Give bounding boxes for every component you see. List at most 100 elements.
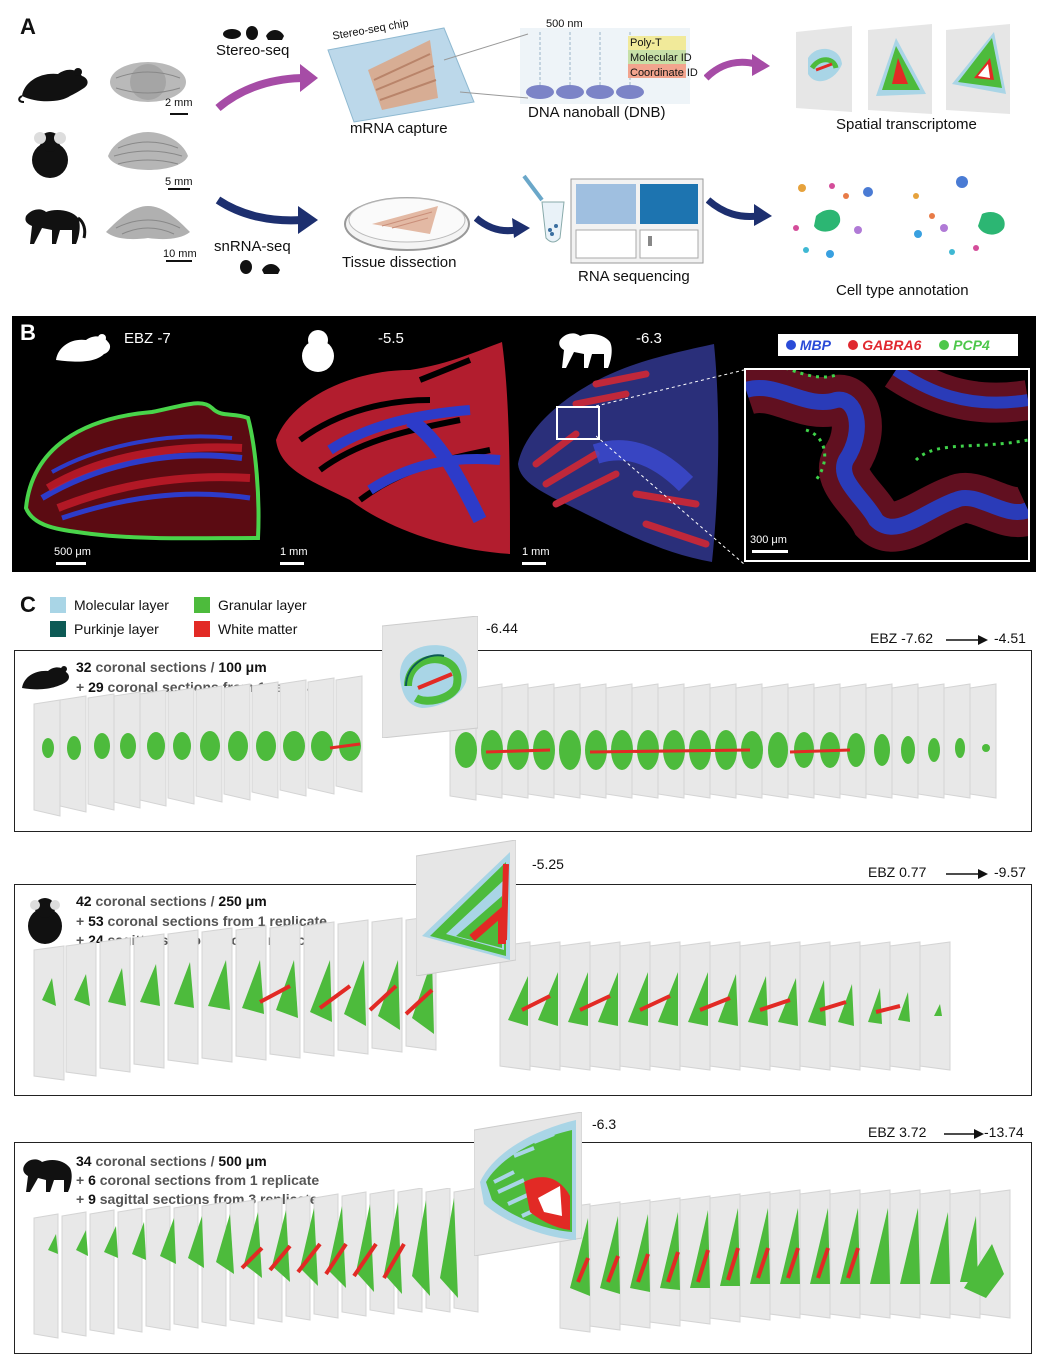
marmoset-icon-c — [28, 898, 62, 944]
dnb-scale-label: 500 nm — [546, 18, 583, 30]
panel-a-letter: A — [20, 14, 36, 39]
rna-sequencer-image — [570, 178, 704, 264]
legend-molecular: Molecular layer — [50, 596, 169, 614]
macaque-highlight-section — [474, 1112, 582, 1256]
panel-b-marmoset-icon — [302, 330, 334, 372]
legend-purkinje-swatch — [50, 621, 66, 638]
mouse-highlight-section — [382, 616, 478, 738]
panel-b-mouse-tissue — [23, 401, 261, 541]
snrna-species-icons — [236, 258, 284, 274]
panel-b-scalebar-marmoset — [280, 562, 304, 565]
macaque-ebz-from: EBZ 3.72 — [868, 1124, 927, 1140]
cell-type-annotation-label: Cell type annotation — [836, 282, 969, 299]
legend-granular-swatch — [194, 597, 210, 614]
mouse-stat-n1: 32 — [76, 659, 92, 675]
dna-nanoball-image — [520, 28, 690, 104]
panel-b-scale-marmoset: 1 mm — [280, 546, 308, 558]
panel-b-letter: B — [20, 320, 36, 345]
mouse-highlight-ebz: -6.44 — [486, 620, 518, 636]
tissue-dissection-label: Tissue dissection — [342, 254, 457, 271]
dnb-label: DNA nanoball (DNB) — [528, 104, 666, 121]
spatial-transcriptome-label: Spatial transcriptome — [836, 116, 977, 133]
scale-label-marmoset: 5 mm — [165, 176, 193, 188]
macaque-stat-p3: + — [76, 1191, 89, 1207]
cell-type-umap-image — [793, 176, 1005, 258]
legend-white-matter: White matter — [194, 620, 298, 638]
macaque-stat-n3: 9 — [88, 1191, 96, 1207]
spatial-arrow-icon — [704, 54, 770, 81]
macaque-ebz-to: -13.74 — [984, 1124, 1024, 1140]
marmoset-stat-line1: 42 coronal sections / 250 μm — [76, 892, 267, 911]
marmoset-brain-image — [108, 132, 188, 170]
mouse-stat-n2: 29 — [88, 679, 104, 695]
marmoset-highlight-section — [416, 840, 516, 976]
gene-pcp4: PCP4 — [953, 337, 990, 353]
scale-label-macaque: 10 mm — [163, 248, 197, 260]
gene-legend-items: MBP GABRA6 PCP4 — [786, 337, 990, 353]
scale-label-mouse: 2 mm — [165, 97, 193, 109]
mouse-stat-d1: 100 μm — [218, 659, 267, 675]
spatial-transcriptome-slices — [796, 24, 1010, 114]
mrna-capture-label: mRNA capture — [350, 120, 448, 137]
snrna-seq-arrow-icon — [215, 196, 318, 234]
marmoset-stat-n2: 53 — [88, 913, 104, 929]
gene-mbp: MBP — [799, 337, 831, 353]
marmoset-stat-p3: + — [76, 932, 89, 948]
macaque-stat-p2: + — [76, 1172, 89, 1188]
stereo-seq-chip-image — [327, 27, 475, 123]
macaque-stat-line1: 34 coronal sections / 500 μm — [76, 1152, 267, 1171]
molecular-id-label: Molecular ID — [630, 52, 692, 64]
scalebar-macaque — [166, 260, 192, 262]
mouse-icon-c — [22, 666, 69, 690]
macaque-brain-image — [106, 206, 190, 240]
marmoset-stat-p2: + — [76, 913, 89, 929]
gene-legend — [778, 334, 1018, 356]
mouse-section-stack — [33, 675, 997, 817]
marmoset-silhouette-icon — [32, 132, 68, 178]
sequencing-arrow-icon — [706, 197, 772, 226]
stereo-seq-arrow-icon — [215, 64, 318, 112]
scalebar-marmoset — [168, 188, 190, 190]
marmoset-ebz-to: -9.57 — [994, 864, 1026, 880]
mouse-brain-image — [110, 62, 186, 102]
panel-b-scale-inset: 300 μm — [750, 534, 787, 546]
marmoset-highlight-ebz: -5.25 — [532, 856, 564, 872]
macaque-icon-c — [23, 1159, 72, 1192]
legend-purkinje-label: Purkinje layer — [74, 621, 159, 638]
mbp-dot — [786, 340, 796, 350]
gene-gabra6: GABRA6 — [862, 337, 922, 353]
macaque-stat-t1: coronal sections / — [91, 1153, 219, 1169]
chip-zoom-lines — [443, 33, 529, 99]
poly-t-label: Poly-T — [630, 37, 662, 49]
panel-b-ebz-mouse: EBZ -7 — [124, 330, 171, 347]
sample-tube-icon — [522, 174, 565, 243]
panel-b-inset — [744, 368, 1030, 562]
rna-sequencing-label: RNA sequencing — [578, 268, 690, 285]
panel-b-mouse-icon — [56, 334, 111, 362]
legend-granular-label: Granular layer — [218, 597, 307, 614]
panel-b-scalebar-macaque — [522, 562, 546, 565]
marmoset-stat-line2: + 53 coronal sections from 1 replicate — [76, 912, 327, 931]
macaque-stat-t2: coronal sections from 1 replicate — [95, 1172, 320, 1188]
stereo-seq-label: Stereo-seq — [216, 42, 290, 59]
legend-white-matter-swatch — [194, 621, 210, 638]
macaque-stat-n2: 6 — [88, 1172, 96, 1188]
macaque-highlight-ebz: -6.3 — [592, 1116, 617, 1132]
legend-molecular-label: Molecular layer — [74, 597, 169, 614]
panel-b-ebz-marmoset: -5.5 — [378, 330, 404, 347]
panel-b-zoom-lines — [596, 369, 745, 565]
macaque-stat-n1: 34 — [76, 1153, 92, 1169]
coordinate-id-label: Coordinate ID — [630, 67, 698, 79]
panel-b-macaque-tissue — [518, 344, 719, 562]
macaque-silhouette-icon — [25, 209, 87, 244]
macaque-section-stack — [33, 1188, 1011, 1339]
panel-b-inset-box-marker — [556, 406, 600, 440]
mouse-ebz-to: -4.51 — [994, 630, 1026, 646]
panel-b-macaque-icon — [559, 333, 612, 368]
marmoset-stat-t2: coronal sections from 1 replicate — [103, 913, 327, 929]
petri-dish-image — [344, 197, 470, 251]
dissection-arrow-icon — [474, 215, 530, 238]
macaque-stat-d1: 500 μm — [218, 1153, 267, 1169]
legend-white-matter-label: White matter — [218, 621, 298, 638]
legend-granular: Granular layer — [194, 596, 307, 614]
